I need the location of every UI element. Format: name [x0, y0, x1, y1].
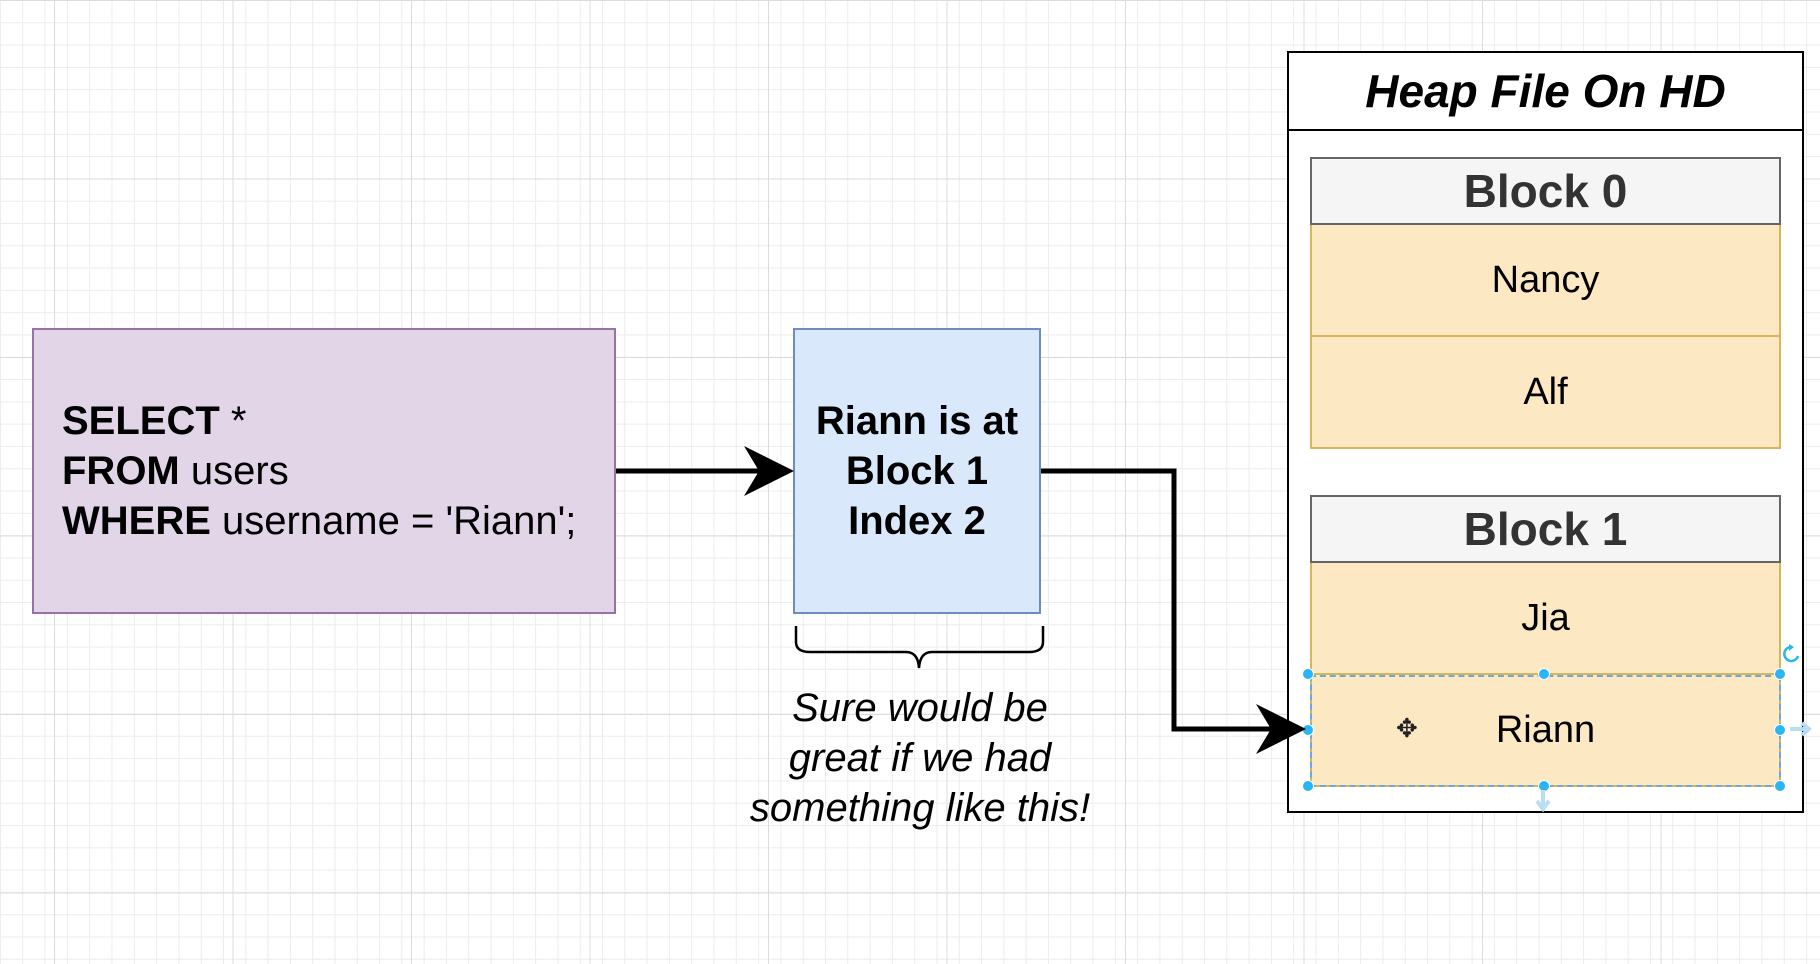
resize-handle-right[interactable] [1774, 724, 1786, 736]
index-line-1: Riann is at [815, 399, 1019, 443]
sql-line-from: FROM users [62, 446, 614, 496]
brace-caption: Sure would be great if we had something … [700, 683, 1140, 833]
sql-keyword-where: WHERE [62, 499, 211, 543]
sql-from-table: users [179, 449, 289, 493]
resize-handle-bottom[interactable] [1538, 780, 1550, 792]
resize-handle-bottom-left[interactable] [1302, 780, 1314, 792]
row-label-riann: Riann [1495, 708, 1596, 751]
block-row-alf[interactable]: Alf [1310, 337, 1781, 449]
index-line-2: Block 1 [845, 449, 989, 493]
block-header: Block 1 [1310, 495, 1781, 563]
block-row-nancy[interactable]: Nancy [1310, 225, 1781, 337]
heap-file-container[interactable]: Heap File On HD Block 0 Nancy Alf Block … [1287, 51, 1804, 813]
index-lookup-box[interactable]: Riann is at Block 1 Index 2 [793, 328, 1041, 614]
sql-line-where: WHERE username = 'Riann'; [62, 496, 614, 546]
caption-line-1: Sure would be [792, 686, 1048, 730]
sql-where-condition: username = 'Riann'; [210, 499, 577, 543]
move-icon[interactable]: ✥ [1396, 713, 1418, 743]
sql-line-select: SELECT * [62, 396, 614, 446]
resize-handle-top-right[interactable] [1774, 668, 1786, 680]
sql-select-columns: * [219, 399, 247, 443]
resize-handle-left[interactable] [1302, 724, 1314, 736]
block-1[interactable]: Block 1 Jia Riann ✥ [1310, 495, 1781, 787]
block-row-riann[interactable]: Riann ✥ [1310, 675, 1781, 787]
sql-keyword-from: FROM [62, 449, 180, 493]
heap-file-title: Heap File On HD [1289, 53, 1802, 131]
block-header: Block 0 [1310, 157, 1781, 225]
sql-keyword-select: SELECT [62, 399, 220, 443]
resize-handle-bottom-right[interactable] [1774, 780, 1786, 792]
block-0[interactable]: Block 0 Nancy Alf [1310, 157, 1781, 449]
caption-line-2: great if we had [788, 736, 1052, 780]
sql-query-box[interactable]: SELECT * FROM users WHERE username = 'Ri… [32, 328, 616, 614]
resize-handle-top-left[interactable] [1302, 668, 1314, 680]
block-row-jia[interactable]: Jia [1310, 563, 1781, 675]
index-line-3: Index 2 [848, 499, 986, 543]
resize-handle-top[interactable] [1538, 668, 1550, 680]
caption-line-3: something like this! [749, 786, 1091, 830]
